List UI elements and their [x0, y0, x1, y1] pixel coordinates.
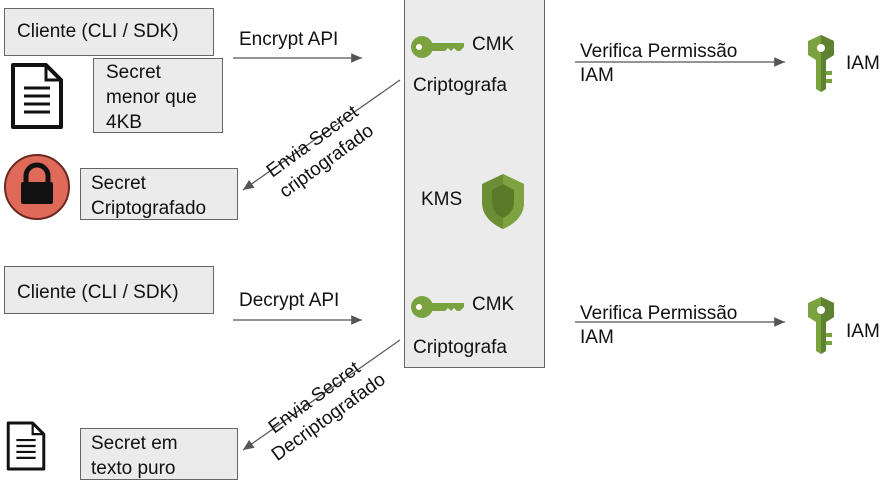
result-box-bottom-label: Secret em texto puro — [91, 433, 178, 479]
result-box-bottom: Secret em texto puro — [80, 428, 238, 480]
secret-box-top: Secret menor que 4KB — [93, 58, 223, 133]
document-icon — [6, 421, 46, 471]
lock-icon — [4, 154, 70, 220]
shield-icon — [482, 174, 524, 229]
encrypt-api-label: Encrypt API — [239, 29, 339, 50]
iam-label-bottom: IAM — [846, 321, 880, 342]
result-box-top: Secret Criptografado — [80, 168, 238, 220]
key-icon — [411, 36, 464, 58]
iam-label-top: IAM — [846, 53, 880, 74]
return-arrow-bottom — [242, 339, 401, 451]
iam-key-icon — [808, 297, 834, 354]
kms-label: KMS — [421, 189, 463, 210]
action-label-bottom: Criptografa — [413, 337, 507, 358]
cmk-label-bottom: CMK — [472, 294, 515, 315]
verify-label-bottom: Verifica Permissão IAM — [580, 303, 738, 348]
decrypt-api-label: Decrypt API — [239, 290, 340, 311]
verify-label-top: Verifica Permissão IAM — [580, 41, 738, 86]
result-box-top-label: Secret Criptografado — [91, 173, 207, 219]
document-icon — [11, 63, 63, 129]
client-label-top: Cliente (CLI / SDK) — [17, 21, 179, 42]
iam-key-icon — [808, 35, 834, 92]
action-label-top: Criptografa — [413, 75, 507, 96]
cmk-label-top: CMK — [472, 34, 515, 55]
client-box-top: Cliente (CLI / SDK) — [4, 8, 214, 56]
key-icon — [411, 296, 464, 318]
client-label-bottom: Cliente (CLI / SDK) — [17, 282, 179, 303]
client-box-bottom: Cliente (CLI / SDK) — [4, 266, 214, 314]
secret-box-top-label: Secret menor que 4KB — [106, 62, 197, 133]
return-arrow-top — [242, 79, 401, 191]
